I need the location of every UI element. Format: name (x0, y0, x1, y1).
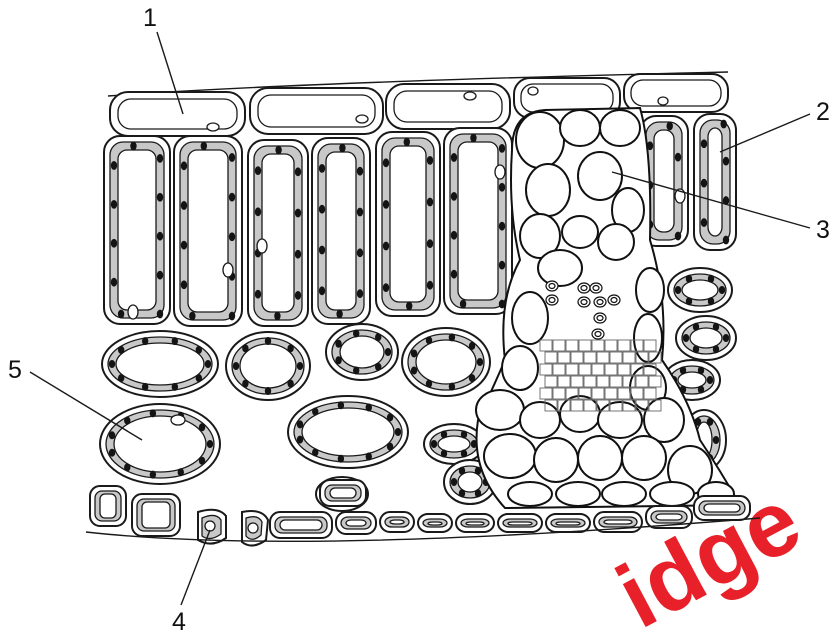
label-2: 2 (816, 98, 830, 126)
label-1: 1 (143, 4, 157, 32)
leader-4 (181, 530, 210, 605)
label-3: 3 (816, 216, 830, 244)
label-4: 4 (172, 608, 186, 636)
label-5: 5 (8, 356, 22, 384)
